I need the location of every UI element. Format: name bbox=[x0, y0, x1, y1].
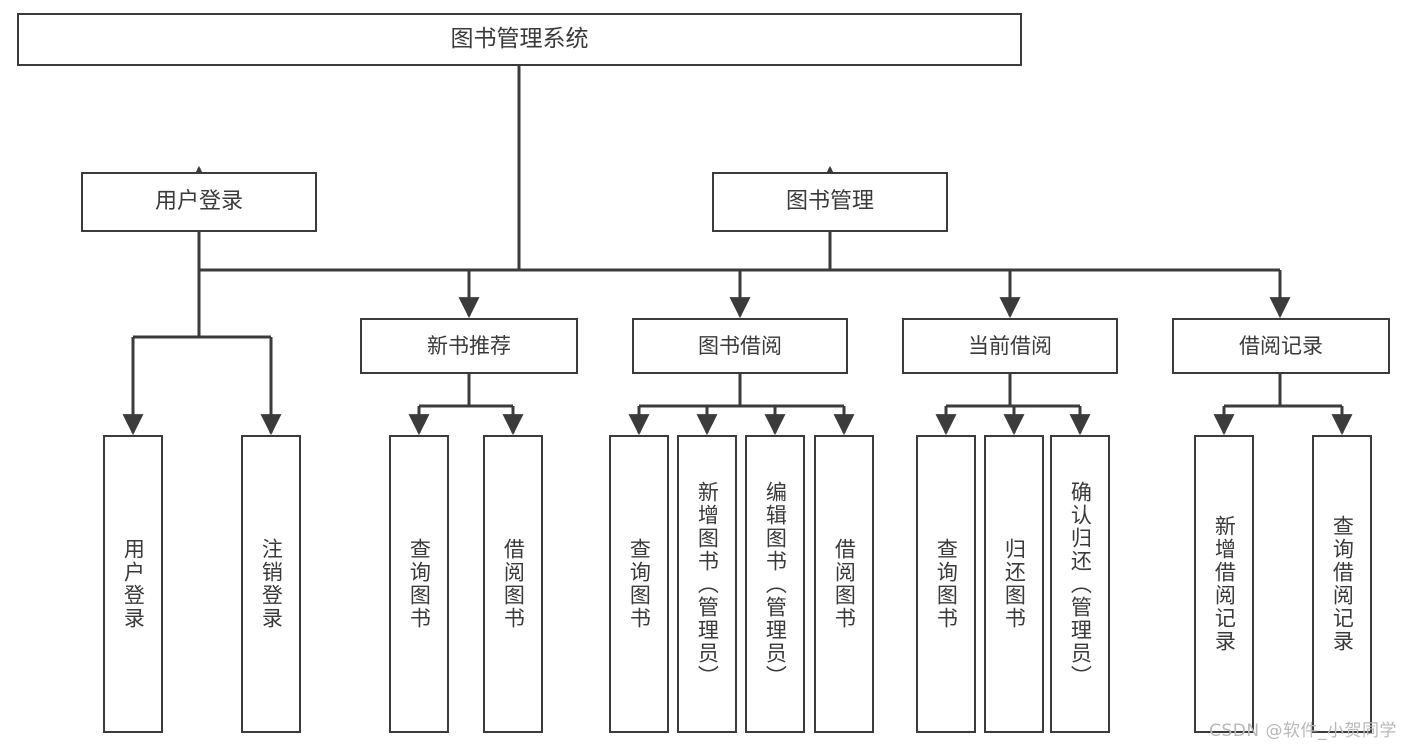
node-leaf-edit-book[interactable]: 编辑图书（管理员） bbox=[745, 435, 805, 733]
node-leaf-query-record[interactable]: 查询借阅记录 bbox=[1312, 435, 1372, 733]
node-leaf-query-book-3[interactable]: 查询图书 bbox=[916, 435, 976, 733]
node-user-login-label: 用户登录 bbox=[154, 189, 243, 215]
node-leaf-add-record-label: 新增借阅记录 bbox=[1212, 515, 1237, 653]
node-leaf-confirm-return[interactable]: 确认归还（管理员） bbox=[1050, 435, 1110, 733]
node-leaf-confirm-return-label: 确认归还（管理员） bbox=[1068, 480, 1093, 688]
node-leaf-query-book-2[interactable]: 查询图书 bbox=[609, 435, 669, 733]
node-book-manage-label: 图书管理 bbox=[785, 189, 874, 215]
node-leaf-borrow-book-2-label: 借阅图书 bbox=[832, 538, 857, 630]
node-leaf-return-book-label: 归还图书 bbox=[1002, 538, 1027, 630]
node-leaf-query-book-2-label: 查询图书 bbox=[627, 538, 652, 630]
node-leaf-borrow-book-1-label: 借阅图书 bbox=[501, 538, 526, 630]
node-leaf-user-login[interactable]: 用户登录 bbox=[103, 435, 163, 733]
node-leaf-return-book[interactable]: 归还图书 bbox=[984, 435, 1044, 733]
node-new-book-rec-label: 新书推荐 bbox=[427, 333, 511, 358]
node-leaf-add-book-label: 新增图书（管理员） bbox=[695, 480, 720, 688]
node-leaf-logout-label: 注销登录 bbox=[259, 538, 284, 630]
node-root-label: 图书管理系统 bbox=[450, 25, 589, 52]
node-leaf-add-book[interactable]: 新增图书（管理员） bbox=[677, 435, 737, 733]
node-current-borrow[interactable]: 当前借阅 bbox=[902, 318, 1118, 374]
node-book-manage[interactable]: 图书管理 bbox=[712, 172, 948, 232]
node-book-borrow-label: 图书借阅 bbox=[698, 333, 782, 358]
node-user-login[interactable]: 用户登录 bbox=[81, 172, 317, 232]
node-leaf-query-book-1[interactable]: 查询图书 bbox=[389, 435, 449, 733]
node-current-borrow-label: 当前借阅 bbox=[968, 333, 1052, 358]
node-root[interactable]: 图书管理系统 bbox=[17, 13, 1022, 66]
watermark: CSDN @软件_小贺同学 bbox=[1209, 721, 1397, 741]
node-leaf-add-record[interactable]: 新增借阅记录 bbox=[1194, 435, 1254, 733]
node-leaf-borrow-book-2[interactable]: 借阅图书 bbox=[814, 435, 874, 733]
node-leaf-query-book-3-label: 查询图书 bbox=[934, 538, 959, 630]
node-new-book-rec[interactable]: 新书推荐 bbox=[360, 318, 578, 374]
node-borrow-record[interactable]: 借阅记录 bbox=[1172, 318, 1390, 374]
node-leaf-logout[interactable]: 注销登录 bbox=[241, 435, 301, 733]
node-book-borrow[interactable]: 图书借阅 bbox=[632, 318, 848, 374]
node-leaf-edit-book-label: 编辑图书（管理员） bbox=[763, 480, 788, 688]
node-leaf-user-login-label: 用户登录 bbox=[121, 538, 146, 630]
node-leaf-query-record-label: 查询借阅记录 bbox=[1330, 515, 1355, 653]
node-leaf-query-book-1-label: 查询图书 bbox=[407, 538, 432, 630]
node-borrow-record-label: 借阅记录 bbox=[1239, 333, 1323, 358]
node-leaf-borrow-book-1[interactable]: 借阅图书 bbox=[483, 435, 543, 733]
